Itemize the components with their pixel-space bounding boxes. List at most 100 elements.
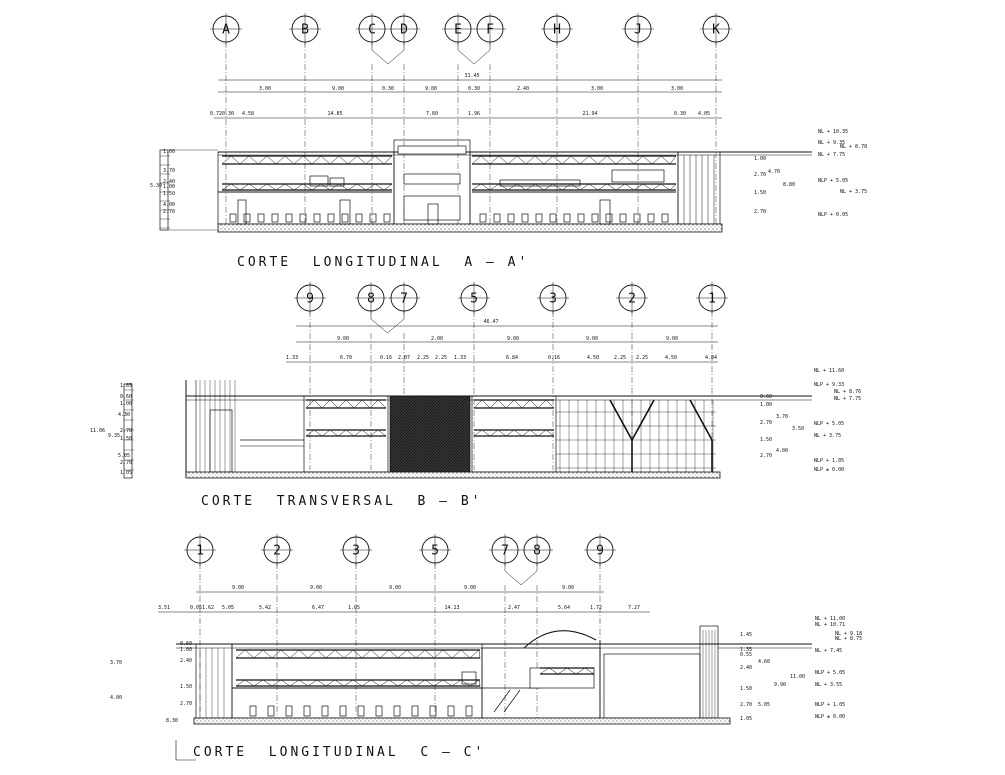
section-b-dim2: 2.25: [417, 355, 429, 361]
section-b-axis-8: 8: [355, 282, 387, 314]
section-a-axis-label: F: [486, 23, 494, 38]
section-c-axis-1: 1: [184, 534, 216, 566]
section-a-dim2: 21.94: [582, 111, 597, 117]
section-a-left-dim: 4.00: [163, 202, 175, 208]
section-c-axis-label: 1: [196, 544, 204, 559]
section-b-dim2: 2.25: [614, 355, 626, 361]
section-a-left-dim: 2.40: [163, 179, 175, 185]
section-c-left-dim: 1.50: [180, 684, 192, 690]
section-c-dim: 9.00: [562, 585, 574, 591]
section-b-level: NLP ± 0.00: [814, 467, 844, 473]
section-a-dim2: 0.30: [674, 111, 686, 117]
section-a-axis-b: B: [289, 13, 321, 45]
section-c-right-dim: 0.55: [740, 652, 752, 658]
section-a-axis-label: E: [454, 23, 462, 38]
section-b-dim2: 0.16: [380, 355, 392, 361]
section-c-dim2: 7.27: [628, 605, 640, 611]
section-b-axis-label: 3: [549, 292, 557, 307]
section-c-axis-label: 9: [596, 544, 604, 559]
section-b-left-dim: 5.05: [118, 453, 130, 459]
section-a-dim: 9.00: [332, 86, 344, 92]
section-title-b: CORTE TRANSVERSAL B – B': [201, 494, 483, 509]
section-c-dim2: 14.13: [444, 605, 459, 611]
section-a-axis-label: H: [553, 23, 561, 38]
section-b-dim2: 4.84: [705, 355, 717, 361]
section-b-dim2: 2.07: [398, 355, 410, 361]
section-a-axis-k: K: [700, 13, 732, 45]
section-c-dim2: 5.42: [259, 605, 271, 611]
section-a-right-dim: 2.70: [754, 172, 766, 178]
section-b-level: NL + 7.75: [834, 396, 861, 402]
section-c-right-dim: 1.35: [740, 647, 752, 653]
section-a-axis-label: A: [222, 23, 230, 38]
section-a-axis-label: K: [712, 23, 720, 38]
section-b-axis-5: 5: [458, 282, 490, 314]
section-b-axis-label: 8: [367, 292, 375, 307]
section-b-dim2: 6.70: [340, 355, 352, 361]
section-a-axis-label: D: [400, 23, 408, 38]
section-a-left-dim: 3.70: [163, 168, 175, 174]
section-a-left-dim: 1.00: [163, 149, 175, 155]
section-b-left-dim: 2.70: [120, 428, 132, 434]
section-c-level: NLP + 5.05: [815, 670, 845, 676]
section-b-dim2: 6.84: [506, 355, 518, 361]
section-c-left-dim: 8.30: [166, 718, 178, 724]
section-b-dim: 9.00: [337, 336, 349, 342]
section-b-dim2: 4.50: [665, 355, 677, 361]
section-b-dim: 2.00: [431, 336, 443, 342]
section-b-right-dim: 2.70: [760, 420, 772, 426]
section-c-right-dim: 5.05: [758, 702, 770, 708]
section-c-right-dim: 1.05: [740, 716, 752, 722]
section-b-right-dim: 4.00: [776, 448, 788, 454]
section-b-level: NL + 11.60: [814, 368, 844, 374]
section-c-level: NL + 10.71: [815, 622, 845, 628]
section-c-right-dim: 1.45: [740, 632, 752, 638]
section-a-left-dim: 1.50: [163, 191, 175, 197]
section-b-left-dim: 4.30: [118, 412, 130, 418]
static-linework: [123, 42, 812, 761]
section-b-right-dim: 1.50: [760, 437, 772, 443]
section-a-left-dim: 1.00: [163, 184, 175, 190]
section-b-level: NLP + 5.05: [814, 421, 844, 427]
section-b-axis-7: 7: [388, 282, 420, 314]
section-c-level: NL + 7.45: [815, 648, 842, 654]
section-c-left-dim: 2.40: [180, 658, 192, 664]
section-a-dim: 0.30: [468, 86, 480, 92]
section-c-axis-5: 5: [419, 534, 451, 566]
section-a-right-dim: 1.50: [754, 190, 766, 196]
section-a-right-dim: 2.70: [754, 209, 766, 215]
section-a-left-dim: 5.30: [150, 183, 162, 189]
section-c-left-dim: 3.70: [110, 660, 122, 666]
section-a-right-dim: 4.70: [768, 169, 780, 175]
section-c-left-dim: 0.60: [180, 641, 192, 647]
section-b-dim2: 1.33: [286, 355, 298, 361]
section-c-level: NL + 11.00: [815, 616, 845, 622]
section-b-level: NL + 3.75: [814, 433, 841, 439]
section-b-right-dim: 0.60: [760, 394, 772, 400]
section-c-level: NL + 9.18: [835, 631, 862, 637]
section-c-dim2: 2.47: [508, 605, 520, 611]
section-a-dim: 2.40: [517, 86, 529, 92]
section-b-left-dim: 11.06: [90, 428, 105, 434]
section-a-dim2: 1.96: [468, 111, 480, 117]
section-a-dim: 9.00: [425, 86, 437, 92]
section-c-dim2: 0.05: [190, 605, 202, 611]
section-b-left-dim: 1.05: [120, 470, 132, 476]
section-c-right-dim: 1.50: [740, 686, 752, 692]
section-b-axis-label: 2: [628, 292, 636, 307]
section-a-axis-label: C: [368, 23, 376, 38]
section-c-right-dim: 11.00: [790, 674, 805, 680]
section-a-dim2: 4.05: [698, 111, 710, 117]
section-c-dim2: 1.72: [590, 605, 602, 611]
section-c-right-dim: 9.90: [774, 682, 786, 688]
section-a-level: NLP + 0.05: [818, 212, 848, 218]
section-c-axis-3: 3: [340, 534, 372, 566]
section-a-dim2: 14.85: [327, 111, 342, 117]
section-b-right-dim: 3.70: [776, 414, 788, 420]
section-b-axis-3: 3: [537, 282, 569, 314]
section-b-dim2: 1.33: [454, 355, 466, 361]
section-b-dim2: 4.50: [587, 355, 599, 361]
section-b-left-dim: 1.50: [120, 436, 132, 442]
section-c-dim2: 5.64: [558, 605, 570, 611]
